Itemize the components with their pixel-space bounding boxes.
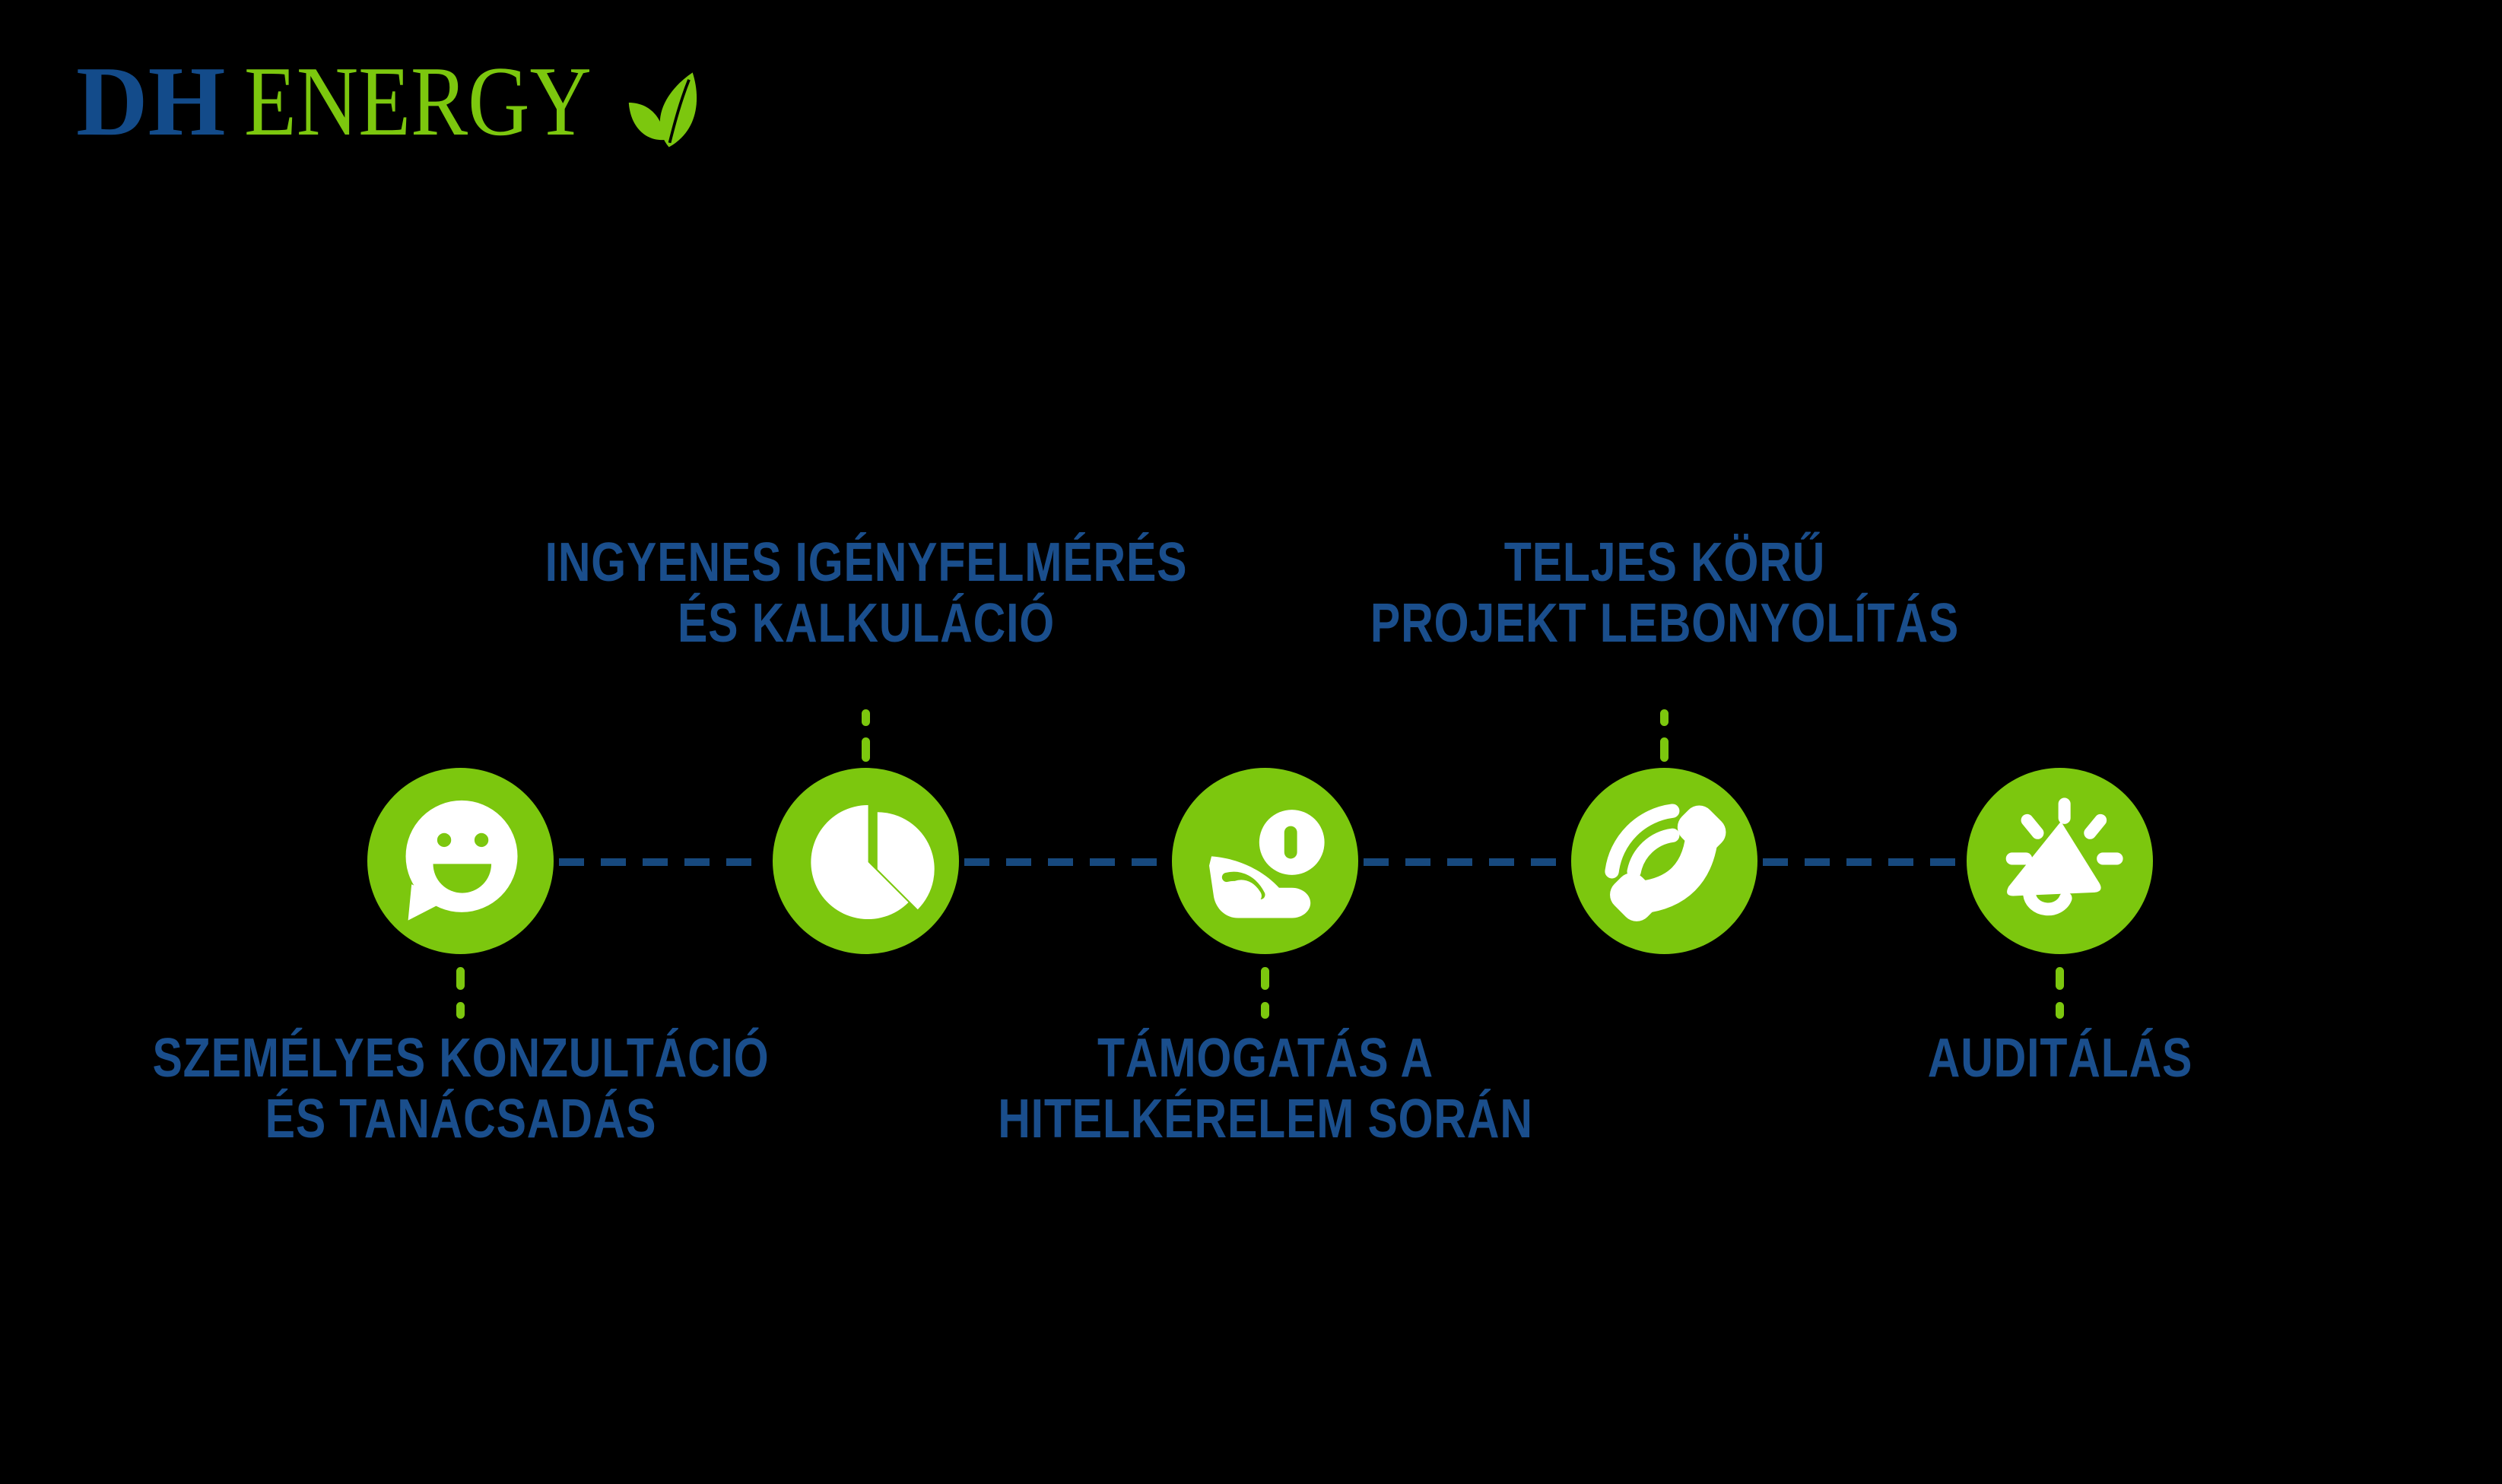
step-label-3-line-2: HITELKÉRELEM SORÁN [998, 1089, 1533, 1149]
step-circle-3 [1172, 768, 1358, 954]
horizontal-connector-3 [1364, 858, 1567, 866]
step-label-2: INGYENES IGÉNYFELMÉRÉS ÉS KALKULÁCIÓ [523, 532, 1209, 654]
leaf-icon [628, 72, 697, 147]
step-label-2-line-1: INGYENES IGÉNYFELMÉRÉS [545, 532, 1188, 593]
step-label-1-line-2: ÉS TANÁCSADÁS [265, 1089, 657, 1149]
hand-coin-icon [1209, 810, 1325, 918]
step-label-3: TÁMOGATÁS A HITELKÉRELEM SORÁN [922, 1028, 1608, 1149]
megaphone-icon [2005, 797, 2123, 916]
step-label-5-line-1: AUDITÁLÁS [1927, 1028, 2193, 1089]
step-circle-4 [1571, 768, 1757, 954]
pie-chart-icon [811, 804, 935, 920]
step-label-1: SZEMÉLYES KONZULTÁCIÓ ÉS TANÁCSADÁS [118, 1028, 804, 1149]
smiley-chat-icon [405, 800, 518, 921]
vertical-connector-step-2 [862, 709, 870, 762]
step-label-4: TELJES KÖRŰ PROJEKT LEBONYOLÍTÁS [1322, 532, 2008, 654]
vertical-connector-step-4 [1660, 709, 1669, 762]
vertical-connector-step-1 [456, 967, 465, 1019]
step-label-2-line-2: ÉS KALKULÁCIÓ [677, 593, 1056, 654]
horizontal-connector-4 [1763, 858, 1964, 866]
step-label-5: AUDITÁLÁS [1717, 1028, 2403, 1089]
step-label-3-line-1: TÁMOGATÁS A [1097, 1028, 1434, 1089]
step-circle-2 [773, 768, 959, 954]
step-label-4-line-2: PROJEKT LEBONYOLÍTÁS [1370, 593, 1960, 654]
logo-text-energy: ENERGY [243, 46, 592, 157]
vertical-connector-step-3 [1261, 967, 1269, 1019]
step-circle-5 [1967, 768, 2153, 954]
vertical-connector-step-5 [2056, 967, 2064, 1019]
horizontal-connector-2 [964, 858, 1168, 866]
step-circle-1 [367, 768, 554, 954]
step-label-1-line-1: SZEMÉLYES KONZULTÁCIÓ [152, 1028, 770, 1089]
logo-text-dh: DH [76, 46, 226, 157]
phone-call-icon [1605, 804, 1726, 921]
step-label-4-line-1: TELJES KÖRŰ [1503, 532, 1826, 593]
horizontal-connector-1 [559, 858, 766, 866]
